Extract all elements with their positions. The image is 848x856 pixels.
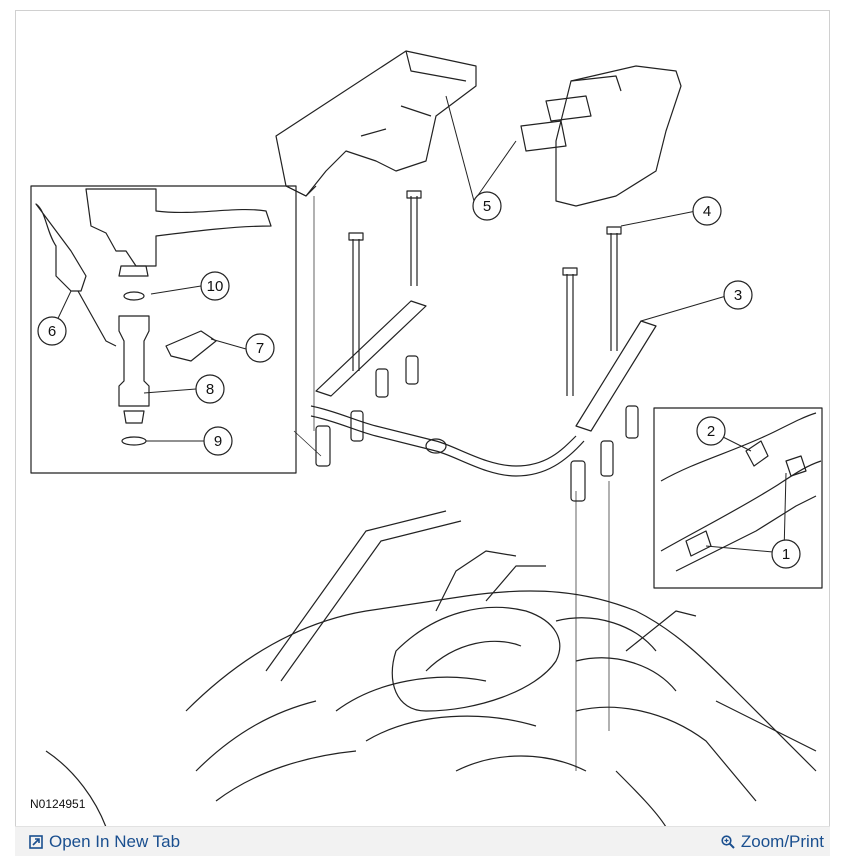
callout-3: 3 (734, 287, 742, 304)
open-new-tab-icon (29, 835, 43, 849)
open-new-tab-label: Open In New Tab (49, 832, 181, 851)
bolts (348, 190, 622, 396)
intake-manifold (45, 510, 817, 827)
rail-injectors (315, 355, 639, 502)
figure-code: N0124951 (30, 797, 86, 811)
leader-lines (51, 95, 787, 554)
callout-7: 7 (256, 340, 264, 357)
fuel-rail (310, 300, 657, 477)
callout-10: 10 (207, 278, 224, 295)
open-new-tab-link[interactable]: Open In New Tab (29, 832, 180, 852)
detail-inset-right (653, 407, 823, 589)
callout-5: 5 (483, 198, 491, 215)
alignment-lines (293, 196, 610, 771)
callout-9: 9 (214, 433, 222, 450)
zoom-print-label: Zoom/Print (740, 832, 824, 851)
detail-inset-left (30, 185, 297, 474)
callout-8: 8 (206, 381, 214, 398)
magnifier-zoom-icon (721, 835, 735, 849)
engine-cover-left (275, 50, 477, 197)
fuel-rail-diagram: 1 2 3 4 5 6 7 8 9 10 N0124951 (30, 50, 823, 827)
callout-2: 2 (707, 423, 715, 440)
callout-6: 6 (48, 323, 56, 340)
image-toolbar: Open In New Tab Zoom/Print (15, 826, 830, 856)
diagram-frame (15, 10, 830, 828)
callout-1: 1 (782, 546, 790, 563)
injector-detail (35, 188, 272, 446)
callout-4: 4 (703, 203, 711, 220)
callout-circles (37, 191, 801, 569)
zoom-print-link[interactable]: Zoom/Print (721, 832, 824, 852)
engine-cover-right (520, 65, 682, 207)
